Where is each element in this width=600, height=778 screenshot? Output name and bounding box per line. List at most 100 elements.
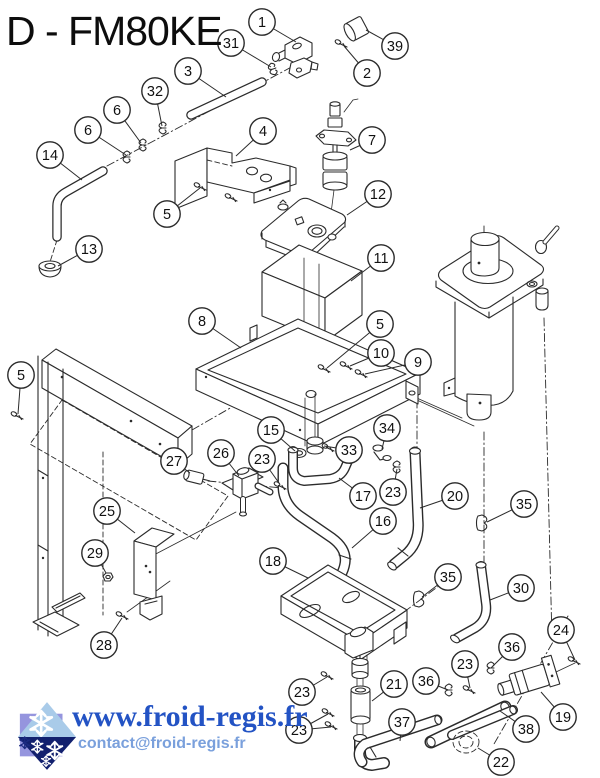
screw-bracket-4: [223, 192, 238, 203]
callout-33: 33: [323, 436, 363, 464]
svg-text:28: 28: [96, 638, 112, 654]
callout-24: 24: [547, 616, 576, 661]
part-pump-assembly: [435, 225, 560, 421]
part-tube-37: [353, 714, 443, 768]
callout-7: 7: [349, 126, 386, 154]
callout-15: 15: [257, 416, 296, 452]
clamp-32: [158, 121, 167, 135]
svg-text:19: 19: [555, 710, 571, 726]
callout-13: 13: [57, 235, 103, 267]
website-link[interactable]: www.froid-regis.fr: [72, 700, 308, 733]
svg-text:23: 23: [291, 723, 307, 739]
svg-text:39: 39: [387, 39, 403, 55]
svg-text:13: 13: [81, 242, 97, 258]
part-solenoid-26: [221, 467, 274, 517]
callout-39: 39: [365, 29, 409, 60]
svg-text:5: 5: [163, 207, 171, 223]
callout-1: 1: [248, 8, 297, 43]
svg-text:24: 24: [553, 623, 569, 639]
callout-17: 17: [338, 477, 377, 510]
callout-3: 3: [174, 57, 227, 98]
svg-text:14: 14: [42, 148, 58, 164]
part-cap-39: [343, 16, 370, 42]
callout-18: 18: [259, 547, 309, 579]
part-float-switch-7: [315, 98, 359, 222]
clamp-36-b: [486, 661, 495, 675]
svg-text:12: 12: [370, 187, 386, 203]
svg-text:6: 6: [84, 123, 92, 139]
email-link[interactable]: contact@froid-regis.fr: [78, 735, 246, 752]
screw-2: [333, 38, 348, 49]
fitting-34: [372, 444, 392, 462]
svg-text:36: 36: [418, 674, 434, 690]
callout-5: 5: [153, 187, 201, 228]
svg-text:36: 36: [504, 640, 520, 656]
part-cover-22: [452, 730, 480, 754]
callout-10: 10: [349, 339, 395, 367]
svg-text:23: 23: [254, 452, 270, 468]
svg-text:5: 5: [17, 368, 25, 384]
callout-25: 25: [93, 497, 136, 534]
svg-text:38: 38: [518, 722, 534, 738]
svg-text:34: 34: [379, 421, 395, 437]
svg-text:11: 11: [373, 251, 388, 267]
part-tube-30: [450, 561, 492, 644]
callout-23: 23: [288, 676, 328, 706]
part-manifold-38: [424, 700, 518, 749]
part-frame: [32, 355, 86, 637]
nut-29: [102, 572, 114, 582]
svg-text:9: 9: [414, 355, 422, 371]
callout-11: 11: [350, 244, 395, 282]
callout-4: 4: [235, 117, 277, 157]
callout-27: 27: [160, 447, 191, 475]
clip-35-b: [412, 590, 425, 608]
callout-5: 5: [7, 361, 35, 415]
callout-20: 20: [419, 482, 469, 510]
svg-text:35: 35: [440, 570, 456, 586]
callout-26: 26: [207, 439, 240, 477]
svg-text:23: 23: [385, 485, 401, 501]
callout-9: 9: [364, 348, 432, 376]
callout-34: 34: [373, 414, 401, 450]
part-inlet-valve: [271, 36, 319, 79]
part-tube-20: [387, 446, 424, 571]
svg-text:37: 37: [394, 715, 410, 731]
callout-19: 19: [540, 691, 577, 731]
logo-navy-diamond: [17, 736, 77, 770]
svg-text:17: 17: [355, 489, 371, 505]
svg-text:23: 23: [294, 685, 310, 701]
svg-text:33: 33: [341, 443, 357, 459]
part-connector-27: [183, 469, 211, 485]
callout-2: 2: [343, 45, 381, 87]
callout-6: 6: [74, 116, 127, 156]
callout-16: 16: [351, 507, 397, 549]
svg-text:29: 29: [87, 546, 103, 562]
callout-21: 21: [371, 670, 408, 702]
callout-30: 30: [489, 574, 535, 602]
callout-35: 35: [486, 490, 538, 523]
clamp-31: [266, 61, 279, 77]
callout-36: 36: [412, 667, 449, 695]
part-lid-12: [260, 197, 347, 261]
callout-28: 28: [90, 617, 123, 659]
svg-text:16: 16: [375, 514, 391, 530]
svg-text:31: 31: [223, 36, 239, 52]
svg-text:3: 3: [184, 64, 192, 80]
part-elbow-17: [287, 446, 353, 486]
callout-6: 6: [103, 96, 142, 144]
callout-22: 22: [477, 747, 515, 776]
svg-text:2: 2: [363, 66, 371, 82]
callout-36: 36: [490, 633, 526, 669]
callout-35: 35: [421, 563, 462, 598]
part-valve-19: [497, 654, 561, 696]
callout-14: 14: [36, 141, 83, 181]
clip-35-a: [475, 514, 488, 532]
svg-text:35: 35: [516, 497, 532, 513]
svg-text:4: 4: [259, 124, 267, 140]
svg-text:8: 8: [198, 314, 206, 330]
part-pan-18: [280, 564, 408, 677]
svg-text:1: 1: [258, 15, 266, 31]
part-tray-8: [195, 318, 421, 447]
svg-text:23: 23: [457, 657, 473, 673]
part-tube-14: [52, 166, 108, 242]
